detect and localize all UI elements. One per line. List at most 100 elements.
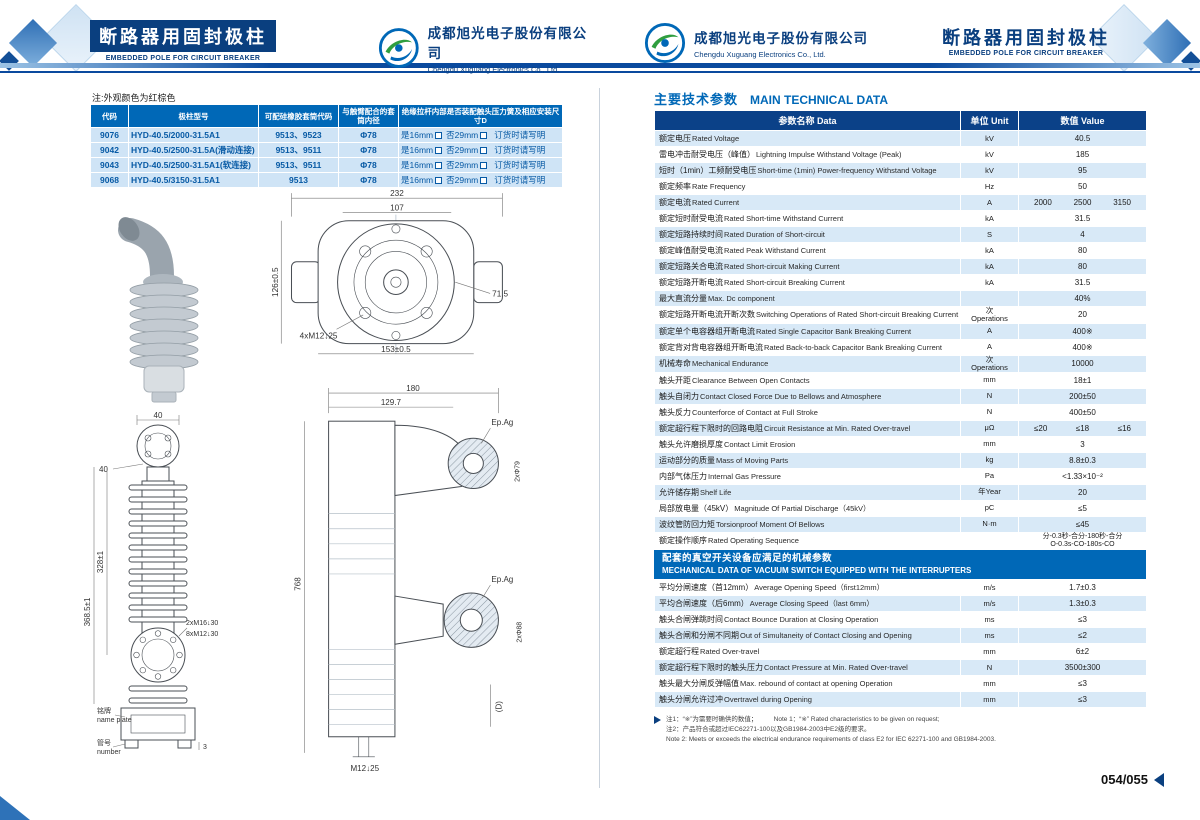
- param-name: 触头开距Clearance Between Open Contacts: [654, 371, 961, 389]
- column-header: 极柱型号: [128, 104, 259, 128]
- section-title-cn: 主要技术参数: [654, 92, 739, 107]
- param-value: 80: [1018, 258, 1147, 275]
- mechanical-section-title-cn: 配套的真空开关设备应满足的机械参数: [662, 553, 833, 565]
- page-divider: [599, 88, 600, 788]
- tech-table-header-row: 参数名称 Data 单位 Unit 数值 Value: [654, 110, 1147, 131]
- param-row: 平均合闸速度（后6mm）Average Closing Speed（last 6…: [654, 595, 1147, 613]
- company-name: 成都旭光电子股份有限公司: [427, 26, 588, 61]
- param-name: 触头最大分闸反弹幅值Max. rebound of contact at ope…: [654, 675, 961, 693]
- checkbox-yes[interactable]: [435, 161, 443, 169]
- param-value: <1.33×10⁻²: [1018, 467, 1147, 485]
- param-unit: 次 Operations: [960, 354, 1019, 373]
- bottom-corner-decoration: [0, 796, 30, 820]
- checkbox-no[interactable]: [480, 176, 488, 184]
- model-name: HYD-40.5/2000-31.5A1: [128, 127, 259, 143]
- param-unit: kV: [960, 146, 1019, 163]
- nameplate-label-cn: 铭牌: [97, 706, 111, 715]
- param-name: 内部气体压力Internal Gas Pressure: [654, 467, 961, 485]
- param-value: 18±1: [1018, 371, 1147, 389]
- checkbox-yes[interactable]: [435, 131, 443, 139]
- param-unit: N·m: [960, 515, 1019, 533]
- model-code: 9042: [90, 142, 129, 158]
- serial-label-en: number: [97, 749, 121, 756]
- page-right: 成都旭光电子股份有限公司 Chengdu Xuguang Electronics…: [600, 0, 1200, 820]
- sleeve-diameter: Φ78: [338, 127, 399, 143]
- header-stripe: [0, 63, 600, 68]
- param-unit: 年Year: [960, 483, 1019, 501]
- param-unit: N: [960, 387, 1019, 405]
- option-no-label: 否29mm: [446, 175, 479, 185]
- param-value: 80: [1018, 242, 1147, 259]
- company-logo-icon: [644, 22, 686, 64]
- param-value: 20: [1018, 483, 1147, 501]
- param-unit: ms: [960, 627, 1019, 645]
- param-value: 6±2: [1018, 643, 1147, 661]
- param-value: ≤20≤18≤16: [1018, 419, 1147, 437]
- param-name: 运动部分的质量Mass of Moving Parts: [654, 451, 961, 469]
- order-note-label: 订货时请写明: [494, 160, 546, 170]
- column-header: 参数名称 Data: [654, 110, 961, 131]
- param-row: 平均分闸速度（首12mm）Average Opening Speed（first…: [654, 579, 1147, 597]
- param-name: 额定电压Rated Voltage: [654, 130, 961, 147]
- param-row: 额定背对背电容器组开断电流Rated Back-to-back Capacito…: [654, 338, 1147, 356]
- footnotes: 注1：“※”为需要时确供的数值； Note 1：“※” Rated charac…: [654, 715, 1146, 745]
- drawing-isometric-pole: [118, 217, 199, 403]
- param-unit: [960, 531, 1019, 551]
- footnote-line: Note 2: Meets or exceeds the electrical …: [666, 736, 996, 744]
- dim-label: 4xM12↓25: [300, 332, 338, 341]
- param-row: 额定短路开断电流开断次数Switching Operations of Rate…: [654, 306, 1147, 324]
- header-stripe-thin: [600, 71, 1200, 73]
- param-name: 额定超行程下限时的回路电阻Circuit Resistance at Min. …: [654, 419, 961, 437]
- checkbox-no[interactable]: [480, 131, 488, 139]
- param-unit: Hz: [960, 178, 1019, 195]
- footnote-flag-icon: [654, 716, 661, 725]
- checkbox-no[interactable]: [480, 146, 488, 154]
- param-unit: 次 Operations: [960, 306, 1019, 324]
- param-value: 4: [1018, 226, 1147, 243]
- param-value: 1.7±0.3: [1018, 579, 1147, 597]
- company-name-en: Chengdu Xuguang Electronics Co., Ltd.: [694, 50, 826, 59]
- param-unit: N: [960, 659, 1019, 677]
- column-header: 代码: [90, 104, 129, 128]
- dim-label: 2xΦ79: [515, 461, 522, 482]
- param-value: 3: [1018, 435, 1147, 453]
- param-unit: A: [960, 322, 1019, 340]
- param-value: 20: [1018, 306, 1147, 324]
- model-table-header-row: 代码 极柱型号 可配硅橡胶套筒代码 与触臂配合的套筒内径 绝缘拉杆内部是否装配触…: [90, 104, 563, 128]
- dim-label: 3: [203, 744, 207, 751]
- mechanical-section-header: 配套的真空开关设备应满足的机械参数 MECHANICAL DATA OF VAC…: [654, 550, 1146, 580]
- checkbox-yes[interactable]: [435, 176, 443, 184]
- company-brand: 成都旭光电子股份有限公司 Chengdu Xuguang Electronics…: [644, 22, 868, 64]
- checkbox-yes[interactable]: [435, 146, 443, 154]
- param-name: 允许储存期Shelf Life: [654, 483, 961, 501]
- option-no-label: 否29mm: [446, 145, 479, 155]
- dim-label: 768: [293, 577, 302, 591]
- sleeve-diameter: Φ78: [338, 157, 399, 173]
- company-name-en: Chengdu Xuguang Electronics Co., Ltd.: [427, 65, 560, 74]
- company-logo-icon: [378, 28, 419, 68]
- column-header: 可配硅橡胶套筒代码: [258, 104, 339, 128]
- dim-label: 2xM16↓30: [186, 620, 218, 627]
- param-unit: kg: [960, 451, 1019, 469]
- order-note-label: 订货时请写明: [494, 145, 546, 155]
- sleeve-codes: 9513: [258, 172, 339, 188]
- company-name: 成都旭光电子股份有限公司: [694, 31, 868, 46]
- param-unit: mm: [960, 435, 1019, 453]
- technical-data-block: 参数名称 Data 单位 Unit 数值 Value 额定电压Rated Vol…: [654, 110, 1147, 745]
- param-unit: N: [960, 403, 1019, 421]
- param-name: 额定超行程下限时的触头压力Contact Pressure at Min. Ra…: [654, 659, 961, 677]
- checkbox-no[interactable]: [480, 161, 488, 169]
